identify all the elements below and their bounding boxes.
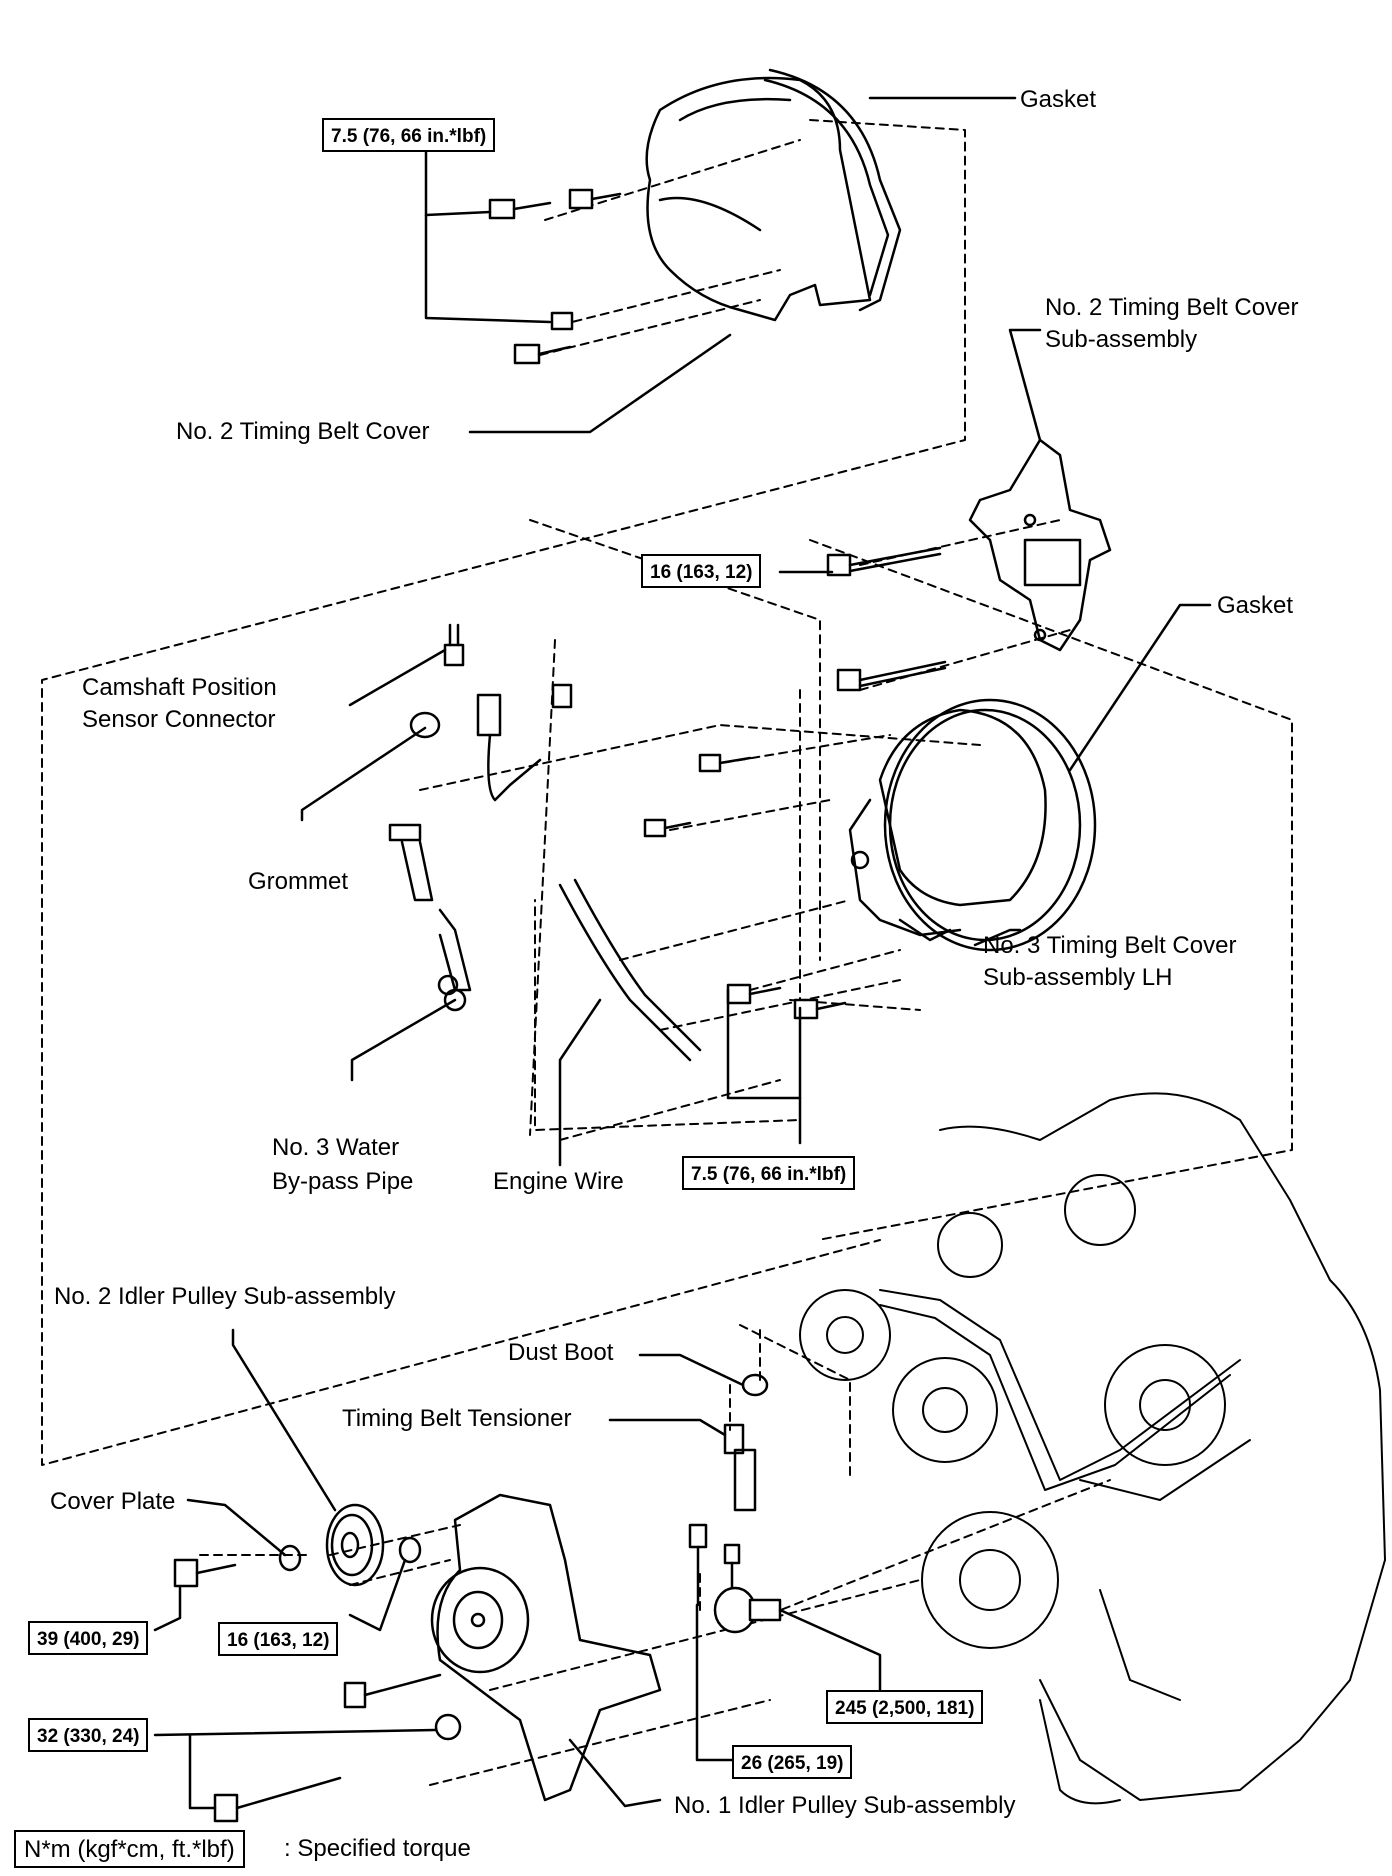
engine-block-drawing [799,1092,1386,1805]
legend-description: : Specified torque [284,1835,471,1862]
label-no1-idler-pulley: No. 1 Idler Pulley Sub-assembly [674,1792,1016,1819]
cam-sensor-drawing [443,623,573,802]
grommet-drawing [409,711,441,739]
label-no2-idler-pulley: No. 2 Idler Pulley Sub-assembly [54,1283,396,1310]
label-grommet: Grommet [248,868,349,895]
legend-unit-box: N*m (kgf*cm, ft.*lbf) [14,1830,245,1868]
no2-timing-belt-cover-drawing [645,68,902,322]
label-dust-boot: Dust Boot [508,1339,614,1366]
no2-idler-pulley-drawing [278,1503,422,1587]
label-no2-cover-sub-line1: No. 2 Timing Belt Cover [1045,294,1299,321]
label-no2-cover-sub-line2: Sub-assembly [1045,326,1198,353]
water-bypass-pipe-drawing [388,823,472,1012]
bolts-middle [643,753,847,1020]
torque-box-top: 7.5 (76, 66 in.*lbf) [322,118,496,152]
no3-cover-lh-drawing [848,698,1097,952]
torque-box-16-lower: 16 (163, 12) [218,1622,339,1656]
label-cam-sensor-line1: Camshaft Position [82,674,277,701]
tensioner-drawing [688,1373,769,1607]
torque-box-middle: 7.5 (76, 66 in.*lbf) [682,1156,856,1190]
torque-box-39: 39 (400, 29) [28,1621,149,1655]
torque-box-16-upper: 16 (163, 12) [641,554,762,588]
bolts-top [488,188,622,365]
no1-idler-pulley-drawing [430,1493,662,1802]
no2-cover-sub-assembly-drawing [968,438,1112,652]
label-no3-cover-line1: No. 3 Timing Belt Cover [983,932,1237,959]
label-no3-cover-line2: Sub-assembly LH [983,964,1173,991]
label-water-pipe-line2: By-pass Pipe [272,1168,414,1195]
label-water-pipe-line1: No. 3 Water [272,1134,400,1161]
label-cover-plate: Cover Plate [50,1488,176,1515]
torque-box-32: 32 (330, 24) [28,1718,149,1752]
label-gasket-middle: Gasket [1217,592,1294,619]
leader-lines [153,96,1212,1810]
label-cam-sensor-line2: Sensor Connector [82,706,276,733]
torque-box-245: 245 (2,500, 181) [826,1690,984,1724]
label-no2-timing-belt-cover: No. 2 Timing Belt Cover [176,418,430,445]
bolts-upper-right [826,546,947,692]
torque-box-26: 26 (265, 19) [732,1745,853,1779]
label-timing-belt-tensioner: Timing Belt Tensioner [342,1405,572,1432]
bolts-lower [173,1558,782,1823]
label-engine-wire: Engine Wire [493,1168,624,1195]
engine-wire-drawing [558,878,702,1062]
label-gasket-top: Gasket [1020,86,1097,113]
